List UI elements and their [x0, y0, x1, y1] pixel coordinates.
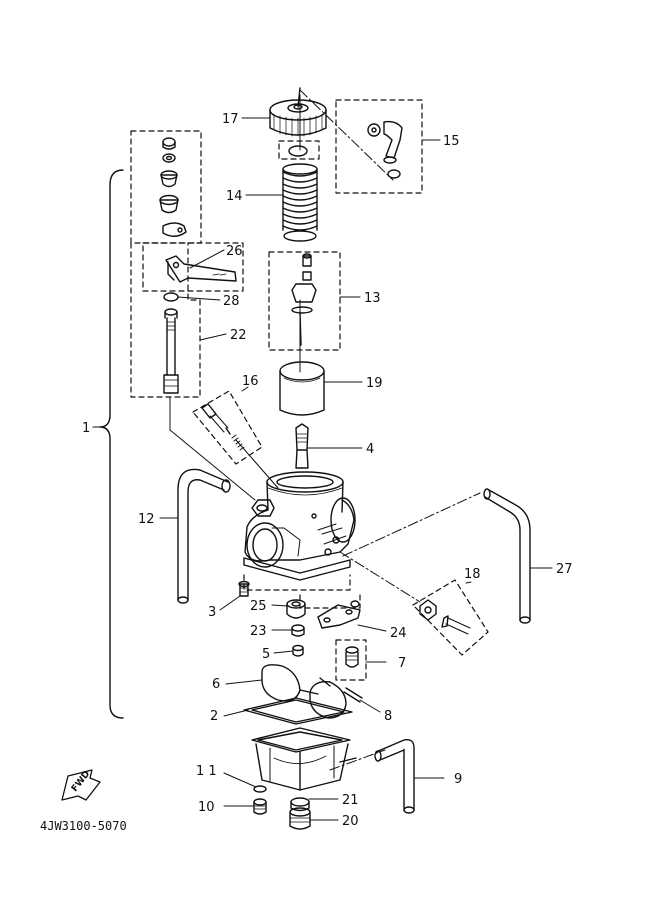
group-box-15	[335, 99, 423, 194]
top-fitting-stack	[159, 137, 187, 237]
pilot-jet-7	[345, 646, 359, 668]
callout-6: 6	[212, 677, 220, 692]
callout-1: 1	[82, 421, 90, 436]
leader-c5	[273, 650, 294, 654]
group-box-24b	[299, 594, 361, 609]
callout-28: 28	[223, 294, 240, 309]
needle-jet-4	[295, 423, 309, 469]
throttle-stop-screw-22	[163, 308, 179, 394]
washer-11	[253, 785, 267, 793]
leader-c6	[225, 679, 263, 685]
callout-4: 4	[366, 442, 374, 457]
gasket-2	[243, 697, 353, 725]
leader-17-dashdot	[299, 89, 394, 181]
leader-throttle-body2	[169, 429, 256, 501]
callout-27: 27	[556, 562, 573, 577]
callout-17: 17	[222, 112, 239, 127]
drain-screw-10	[253, 798, 267, 815]
callout-25: 25	[250, 599, 267, 614]
assembly-bracket	[99, 169, 124, 719]
callout-16: 16	[242, 374, 259, 389]
leader-c11	[223, 772, 257, 788]
main-jet-5	[292, 644, 304, 657]
leader-c16	[241, 386, 249, 392]
callout-20: 20	[342, 814, 359, 829]
washer-23	[291, 624, 305, 637]
callout-7: 7	[398, 656, 406, 671]
fwd-arrow-icon	[61, 769, 101, 801]
air-vent-fitting-15	[367, 120, 403, 179]
screw-3	[238, 580, 250, 597]
mixing-chamber-top-17	[269, 87, 327, 137]
main-jet-holder-25	[286, 599, 306, 619]
o-ring-top	[288, 145, 308, 157]
plug-20	[289, 807, 311, 830]
leader-c3	[219, 595, 241, 611]
group-box-18	[412, 579, 489, 656]
leader-16-body	[235, 439, 279, 489]
carburetor-body	[243, 471, 356, 581]
hose-27	[483, 488, 531, 624]
group-box-throttle-stop	[130, 242, 201, 398]
drain-screw-set-18	[419, 599, 471, 635]
diagram-code: 4JW3100-5070	[40, 819, 127, 833]
o-ring-21	[290, 797, 310, 812]
leader-c25	[271, 604, 288, 607]
callout-8: 8	[384, 709, 392, 724]
float-6	[261, 664, 347, 719]
callout-2: 2	[210, 709, 218, 724]
leader-27-dashdot	[342, 492, 481, 557]
plate-24	[317, 604, 361, 629]
group-box-24	[243, 574, 351, 591]
washer-24b	[350, 600, 360, 608]
callout-19: 19	[366, 376, 383, 391]
leader-c18	[465, 581, 472, 584]
float-bowl	[251, 727, 357, 791]
spring-14	[282, 163, 318, 242]
callout-21: 21	[342, 793, 359, 808]
fwd-label: FWD	[70, 769, 92, 794]
callout-15: 15	[443, 134, 460, 149]
callout-22: 22	[230, 328, 247, 343]
callout-10: 10	[198, 800, 215, 815]
throttle-valve-19	[279, 361, 325, 416]
callout-13: 13	[364, 291, 381, 306]
leader-c28	[177, 296, 221, 301]
group-box-14-ring	[278, 140, 320, 160]
group-box-16	[192, 390, 263, 465]
float-pin-8	[343, 687, 363, 703]
callout-3: 3	[208, 605, 216, 620]
group-box-cable-lever	[142, 242, 244, 292]
leader-18-dashdot	[339, 551, 421, 603]
callout-14: 14	[226, 189, 243, 204]
leader-c2	[223, 709, 249, 717]
hose-12	[177, 468, 231, 604]
leader-c22	[199, 333, 227, 341]
hose-9	[374, 738, 415, 814]
leader-c24	[357, 624, 387, 632]
callout-26: 26	[226, 244, 243, 259]
callout-11: 1 1	[196, 764, 217, 779]
leader-c26	[189, 249, 225, 269]
needle-set-13	[291, 253, 317, 346]
callout-24: 24	[390, 626, 407, 641]
callout-12: 12	[138, 512, 155, 527]
group-box-7	[335, 639, 367, 681]
washer-28	[163, 292, 179, 302]
pilot-screw-16	[201, 403, 245, 451]
callout-9: 9	[454, 772, 462, 787]
cable-lever-26	[165, 255, 237, 283]
callout-18: 18	[464, 567, 481, 582]
callout-5: 5	[262, 647, 270, 662]
leader-c8	[359, 699, 381, 713]
group-box-13	[268, 251, 341, 351]
callout-23: 23	[250, 624, 267, 639]
